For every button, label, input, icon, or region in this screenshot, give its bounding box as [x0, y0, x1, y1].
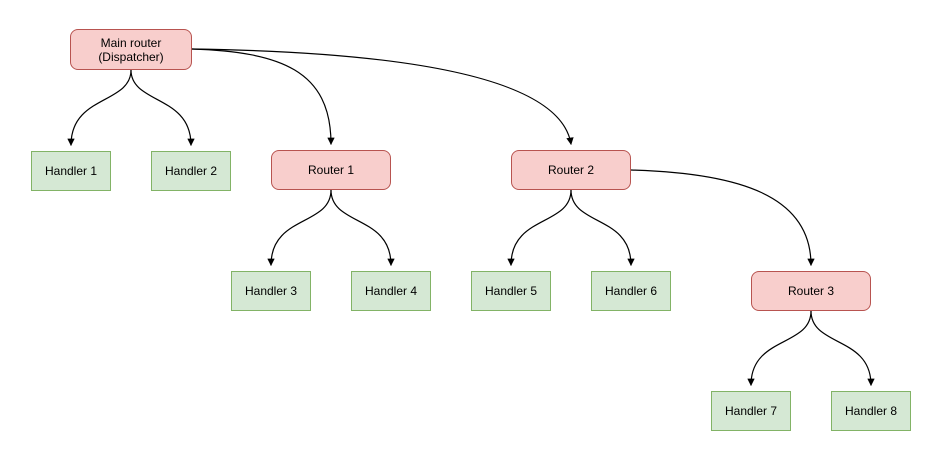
node-handler-2[interactable]: Handler 2 — [151, 151, 231, 191]
node-label-handler-8: Handler 8 — [844, 404, 898, 418]
node-label-handler-1: Handler 1 — [44, 164, 98, 178]
node-handler-6[interactable]: Handler 6 — [591, 271, 671, 311]
node-router-2[interactable]: Router 2 — [511, 150, 631, 190]
edge-router-2-handler-6 — [570, 189, 635, 267]
node-label-handler-5: Handler 5 — [484, 284, 538, 298]
edge-main-router-handler-1 — [67, 69, 132, 147]
node-label-main-router: Main router (Dispatcher) — [98, 35, 164, 64]
node-handler-4[interactable]: Handler 4 — [351, 271, 431, 311]
node-handler-1[interactable]: Handler 1 — [31, 151, 111, 191]
node-label-router-3: Router 3 — [787, 284, 835, 298]
node-handler-8[interactable]: Handler 8 — [831, 391, 911, 431]
node-label-handler-2: Handler 2 — [164, 164, 218, 178]
node-router-1[interactable]: Router 1 — [271, 150, 391, 190]
edge-main-router-router-2 — [191, 48, 574, 146]
node-label-handler-7: Handler 7 — [724, 404, 778, 418]
node-label-handler-4: Handler 4 — [364, 284, 418, 298]
node-label-router-2: Router 2 — [547, 163, 595, 177]
node-handler-7[interactable]: Handler 7 — [711, 391, 791, 431]
node-router-3[interactable]: Router 3 — [751, 271, 871, 311]
edge-router-2-handler-5 — [507, 189, 572, 267]
node-label-handler-3: Handler 3 — [244, 284, 298, 298]
node-handler-5[interactable]: Handler 5 — [471, 271, 551, 311]
node-label-handler-6: Handler 6 — [604, 284, 658, 298]
edge-router-3-handler-8 — [810, 310, 875, 387]
edge-main-router-router-1 — [191, 48, 335, 146]
node-handler-3[interactable]: Handler 3 — [231, 271, 311, 311]
edge-router-3-handler-7 — [747, 310, 812, 387]
edge-router-2-router-3 — [630, 169, 815, 267]
edge-main-router-handler-2 — [130, 69, 195, 147]
node-main-router[interactable]: Main router (Dispatcher) — [70, 29, 192, 70]
node-label-router-1: Router 1 — [307, 163, 355, 177]
edge-router-1-handler-4 — [330, 189, 395, 267]
edge-router-1-handler-3 — [267, 189, 332, 267]
